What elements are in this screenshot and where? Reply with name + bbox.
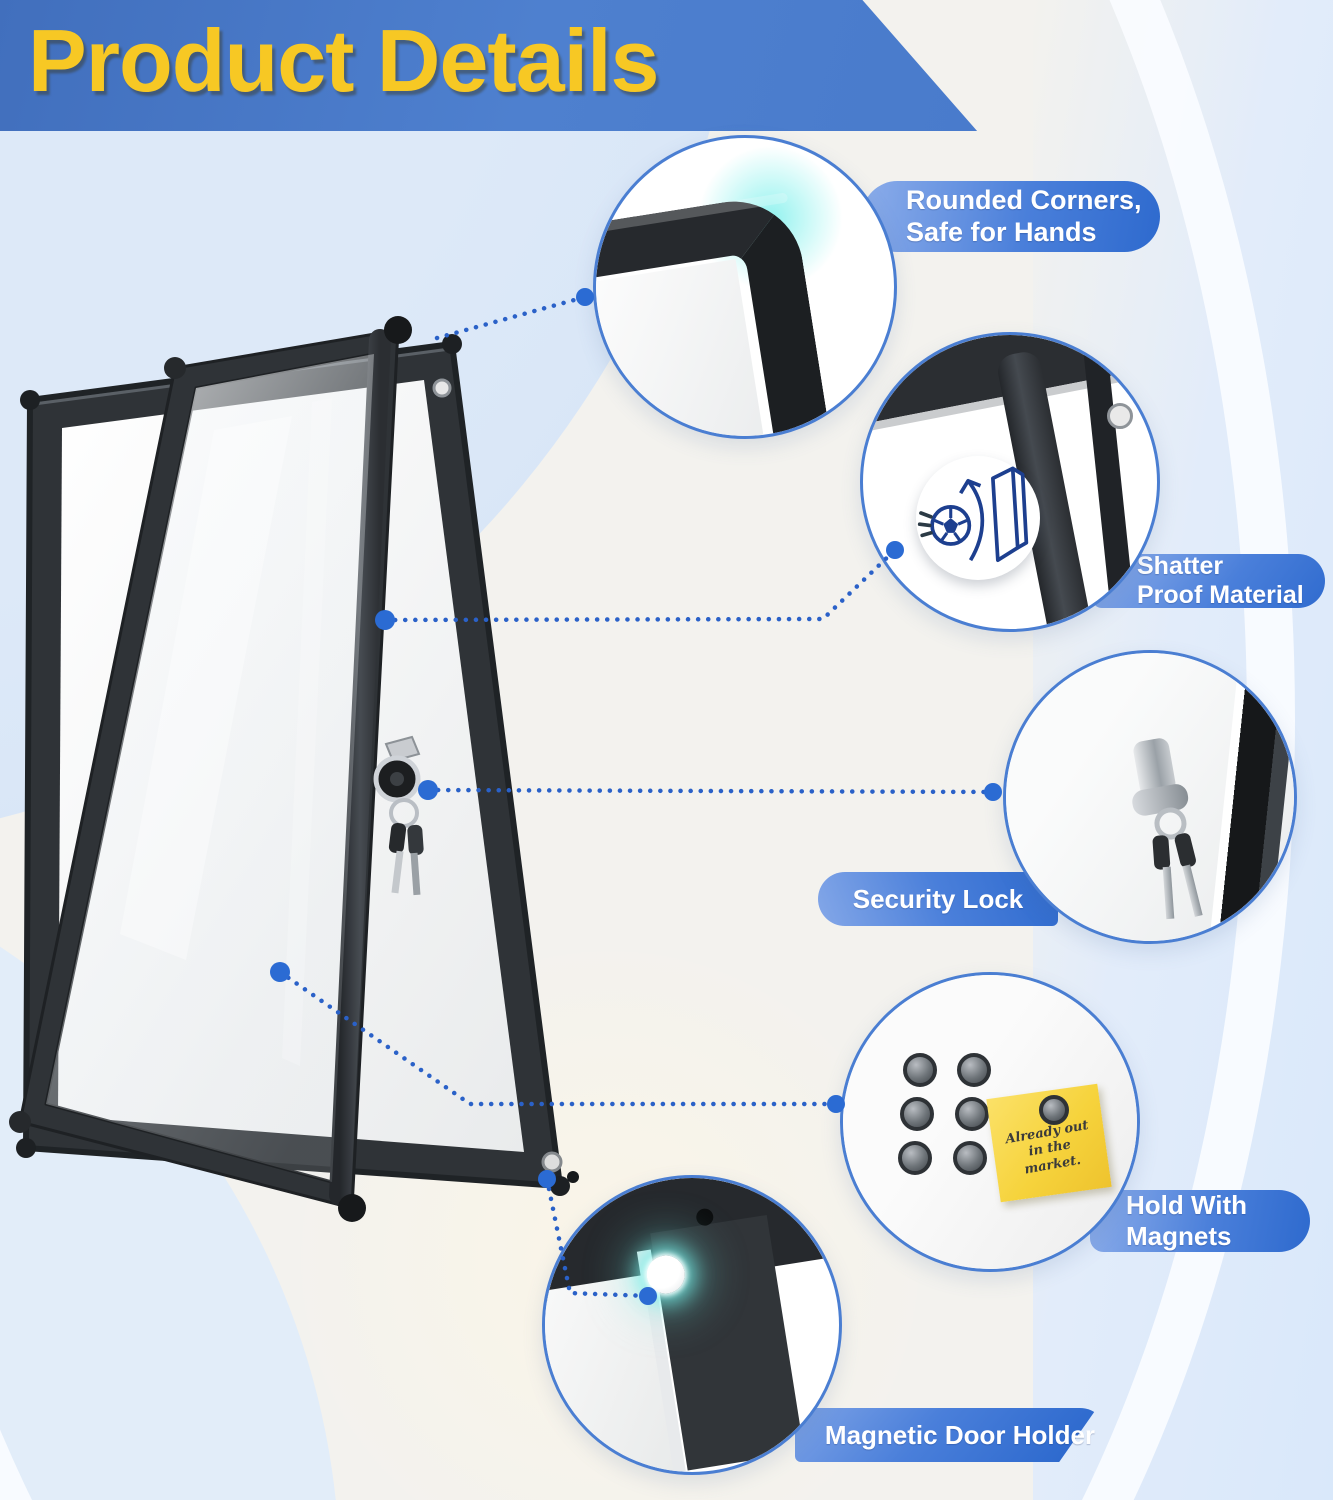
magnet-catch-dot	[1107, 403, 1133, 429]
label-line: Magnetic Door Holder	[824, 1419, 1096, 1450]
label-line: Proof Material	[1137, 581, 1304, 608]
magnet-on-note	[1039, 1095, 1069, 1125]
magnet-graphic	[900, 1097, 934, 1131]
magnet-graphic	[903, 1053, 937, 1087]
magnet-graphic	[957, 1053, 991, 1087]
key-shaft	[1162, 866, 1175, 920]
label-rounded-corners: Rounded Corners, Safe for Hands	[862, 181, 1160, 252]
sticky-note-line: in the market.	[1023, 1137, 1082, 1178]
page-title: Product Details	[28, 11, 659, 110]
label-shatter-proof: Shatter Proof Material	[1092, 554, 1325, 608]
label-line: Magnets	[1126, 1221, 1232, 1251]
magnet-graphic	[955, 1097, 989, 1131]
label-line: Rounded Corners,	[906, 184, 1142, 215]
callout-circle-security-lock	[1003, 650, 1297, 944]
magnet-catch-bottom	[541, 1151, 563, 1173]
callout-circle-rounded-corners	[593, 135, 897, 439]
key-head	[1173, 831, 1198, 869]
label-line: Hold With	[1126, 1190, 1248, 1221]
soccer-ball-bounce-icon	[917, 466, 1029, 563]
shatter-proof-badge	[916, 456, 1040, 580]
frame-edge-right	[1083, 345, 1137, 627]
magnet-graphic	[898, 1141, 932, 1175]
callout-circle-magnetic-door-holder	[542, 1175, 842, 1475]
label-security-lock: Security Lock	[818, 872, 1058, 926]
key-shaft	[1182, 864, 1203, 917]
key-head	[1152, 834, 1171, 871]
callout-circle-hold-with-magnets: Already out in the market.	[840, 972, 1140, 1272]
label-line: Security Lock	[852, 883, 1024, 914]
magnet-graphic	[953, 1141, 987, 1175]
lock-and-keys-graphic	[373, 735, 424, 896]
magnet-catch-top	[432, 378, 452, 398]
label-line: Shatter	[1137, 554, 1224, 580]
label-background	[862, 181, 1160, 252]
header-band: Product Details	[0, 0, 978, 131]
callout-circle-shatter-proof	[860, 332, 1160, 632]
label-magnetic-door-holder: Magnetic Door Holder	[795, 1408, 1107, 1462]
label-line: Safe for Hands	[906, 216, 1097, 247]
